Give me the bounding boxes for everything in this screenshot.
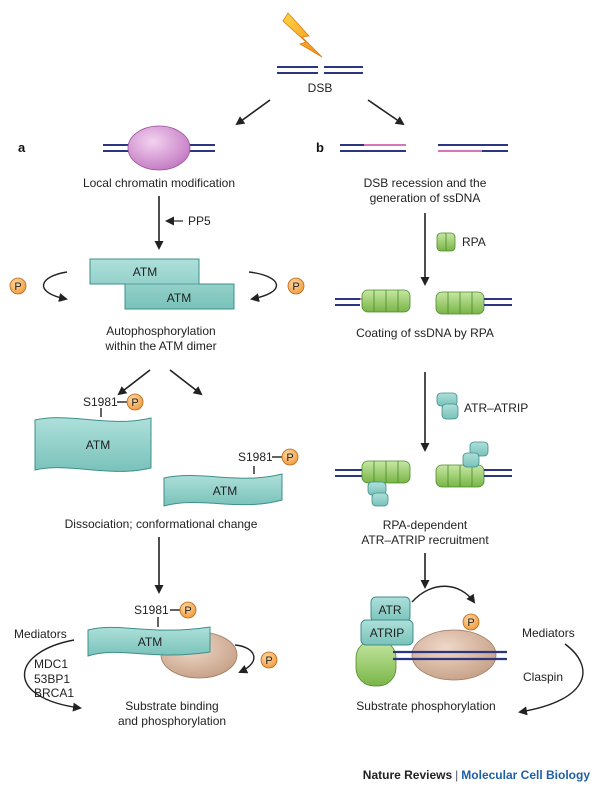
phospho-badge: P bbox=[9, 277, 27, 295]
rpa-label: RPA bbox=[462, 235, 486, 249]
atm-dimer-top-label: ATM bbox=[133, 265, 157, 279]
a-step2-caption-line1: Autophosphorylation bbox=[106, 324, 215, 338]
atr-substrate-complex: ATR ATRIP bbox=[355, 596, 507, 687]
b-step3-caption-line2: ATR–ATRIP recruitment bbox=[361, 533, 489, 547]
journal-name: Nature Reviews bbox=[362, 768, 453, 782]
journal-credit: Nature Reviews|Molecular Cell Biology bbox=[363, 768, 590, 782]
arrow-to-panel-b bbox=[367, 99, 405, 126]
svg-text:P: P bbox=[292, 281, 299, 293]
svg-text:P: P bbox=[131, 397, 138, 409]
dsb-dna bbox=[277, 66, 363, 74]
rpa-icon bbox=[436, 232, 456, 252]
atr-atrip-label: ATR–ATRIP bbox=[464, 401, 528, 415]
a-mediators-arrow bbox=[23, 639, 82, 712]
atr-atrip-icon bbox=[436, 392, 459, 420]
a-mediators-label: Mediators bbox=[14, 627, 67, 641]
claspin-label: Claspin bbox=[523, 670, 563, 684]
atm-monomer-left-label: ATM bbox=[86, 438, 110, 452]
rpa-cylinder bbox=[355, 639, 397, 687]
atrip-label: ATRIP bbox=[370, 626, 404, 640]
atm-bound-label: ATM bbox=[138, 635, 162, 649]
substrate-phospho-arrow-a bbox=[234, 644, 255, 674]
autophospho-cycle-right bbox=[248, 271, 278, 303]
a-step1-caption: Local chromatin modification bbox=[83, 176, 235, 190]
phospho-badge: P bbox=[287, 277, 305, 295]
atr-atrip-recruited-dna bbox=[335, 441, 512, 507]
phospho-badge: P bbox=[462, 613, 480, 631]
atm-monomer-left: ATM S1981 bbox=[34, 395, 152, 472]
atm-monomer-right-label: ATM bbox=[213, 484, 237, 498]
a-step4-caption-line2: and phosphorylation bbox=[118, 714, 226, 728]
atrip-box bbox=[360, 619, 414, 646]
dsb-label: DSB bbox=[308, 81, 333, 95]
phospho-badge: P bbox=[126, 393, 144, 411]
arrow-to-panel-a bbox=[235, 99, 271, 126]
svg-text:P: P bbox=[14, 281, 21, 293]
a-arrow-2-left bbox=[117, 369, 151, 396]
b-step1-caption-line1: DSB recession and the bbox=[364, 176, 487, 190]
chromatin-nucleosome bbox=[127, 125, 191, 171]
b-mediators-label: Mediators bbox=[522, 626, 575, 640]
atm-bound: ATM S1981 bbox=[87, 603, 211, 657]
s1981-right-label: S1981 bbox=[238, 450, 273, 464]
phospho-badge: P bbox=[281, 448, 299, 466]
b-step1-caption-line2: generation of ssDNA bbox=[370, 191, 481, 205]
chromatin-dna bbox=[103, 125, 215, 171]
svg-text:P: P bbox=[286, 452, 293, 464]
rpa-coated-dna bbox=[335, 289, 512, 315]
atr-phospho-arrow bbox=[411, 585, 476, 604]
credit-separator: | bbox=[455, 768, 459, 782]
mediator-53bp1: 53BP1 bbox=[34, 672, 70, 686]
substrate-b bbox=[411, 629, 497, 681]
a-step3-caption: Dissociation; conformational change bbox=[65, 517, 258, 531]
a-step2-caption-line2: within the ATM dimer bbox=[104, 339, 216, 353]
s1981-bottom-label: S1981 bbox=[134, 603, 169, 617]
b-step2-caption: Coating of ssDNA by RPA bbox=[356, 326, 494, 340]
svg-text:P: P bbox=[265, 655, 272, 667]
journal-section: Molecular Cell Biology bbox=[461, 768, 590, 782]
b-step4-caption: Substrate phosphorylation bbox=[356, 699, 495, 713]
autophospho-cycle-left bbox=[42, 271, 68, 302]
pp5-label: PP5 bbox=[188, 214, 211, 228]
b-mediators-arrow bbox=[518, 643, 584, 716]
mediator-brca1: BRCA1 bbox=[34, 686, 74, 700]
svg-text:P: P bbox=[184, 605, 191, 617]
lightning-bolt-icon bbox=[282, 12, 323, 58]
s1981-left-label: S1981 bbox=[83, 395, 118, 409]
panel-b-letter: b bbox=[316, 140, 324, 155]
a-arrow-2-right bbox=[169, 369, 203, 396]
resected-dna bbox=[340, 144, 508, 152]
atm-dimer-bottom-label: ATM bbox=[167, 291, 191, 305]
b-step3-caption-line1: RPA-dependent bbox=[383, 518, 468, 532]
phospho-badge: P bbox=[179, 601, 197, 619]
atm-monomer-right: ATM S1981 bbox=[163, 450, 283, 507]
atr-label: ATR bbox=[378, 603, 401, 617]
a-step4-caption-line1: Substrate binding bbox=[125, 699, 218, 713]
panel-a-letter: a bbox=[18, 140, 26, 155]
phospho-badge: P bbox=[260, 651, 278, 669]
mediator-mdc1: MDC1 bbox=[34, 657, 68, 671]
atm-dimer: ATM ATM bbox=[89, 258, 235, 310]
svg-text:P: P bbox=[467, 617, 474, 629]
